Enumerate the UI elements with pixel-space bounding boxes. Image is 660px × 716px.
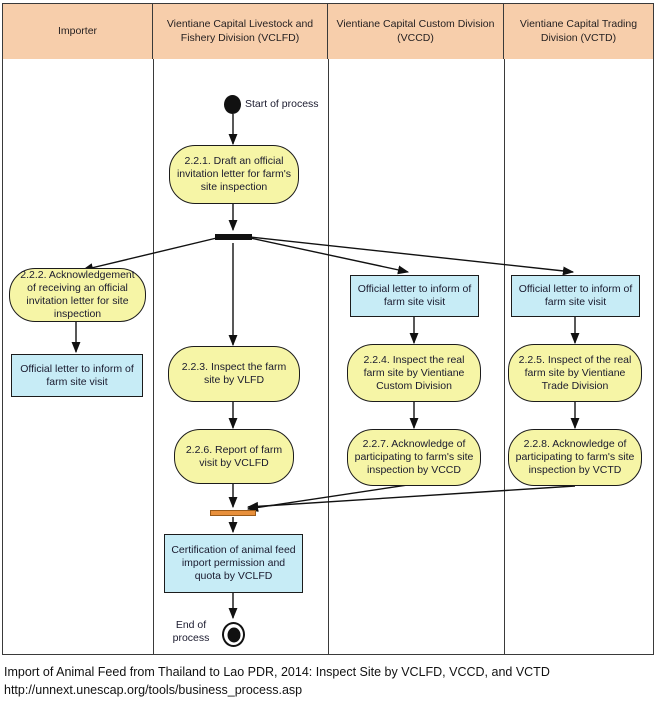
activity-2-2-3-label: 2.2.3. Inspect the farm site by VLFD	[181, 361, 287, 386]
document-official-letter-vctd[interactable]: Official letter to inform of farm site v…	[511, 275, 640, 317]
activity-2-2-6[interactable]: 2.2.6. Report of farm visit by VCLFD	[174, 429, 294, 484]
document-certification-label: Certification of animal feed import perm…	[171, 544, 296, 582]
activity-2-2-7-label: 2.2.7. Acknowledge of participating to f…	[354, 438, 474, 476]
document-official-letter-vccd[interactable]: Official letter to inform of farm site v…	[350, 275, 479, 317]
caption-line-2: http://unnext.unescap.org/tools/business…	[4, 682, 303, 697]
lane-header-vclfd: Vientiane Capital Livestock and Fishery …	[153, 4, 328, 59]
activity-2-2-1-label: 2.2.1. Draft an official invitation lett…	[176, 155, 292, 193]
lane-header-vctd-label: Vientiane Capital Trading Division (VCTD…	[519, 18, 638, 44]
activity-2-2-3[interactable]: 2.2.3. Inspect the farm site by VLFD	[168, 346, 300, 402]
caption-line-1: Import of Animal Feed from Thailand to L…	[4, 665, 550, 679]
document-official-letter-importer-label: Official letter to inform of farm site v…	[20, 362, 134, 388]
activity-2-2-5[interactable]: 2.2.5. Inspect of the real farm site by …	[508, 344, 642, 402]
activity-2-2-8[interactable]: 2.2.8. Acknowledge of participating to f…	[508, 429, 642, 486]
activity-2-2-4-label: 2.2.4. Inspect the real farm site by Vie…	[363, 353, 465, 392]
activity-2-2-8-label: 2.2.8. Acknowledge of participating to f…	[515, 438, 635, 476]
caption: Import of Animal Feed from Thailand to L…	[4, 664, 654, 699]
join-bar	[210, 510, 256, 516]
end-node-label: End of process	[172, 619, 210, 644]
lane-divider-2	[328, 59, 329, 654]
swimlane-header-band: Importer Vientiane Capital Livestock and…	[3, 4, 653, 59]
activity-2-2-4[interactable]: 2.2.4. Inspect the real farm site by Vie…	[347, 344, 481, 402]
document-official-letter-vccd-label: Official letter to inform of farm site v…	[357, 283, 472, 308]
document-certification[interactable]: Certification of animal feed import perm…	[164, 534, 303, 593]
activity-diagram: Importer Vientiane Capital Livestock and…	[2, 3, 654, 655]
connector-layer	[71, 114, 580, 620]
document-official-letter-importer[interactable]: Official letter to inform of farm site v…	[11, 354, 143, 397]
lane-divider-1	[153, 59, 154, 654]
activity-2-2-2[interactable]: 2.2.2. Acknowledgement of receiving an o…	[9, 268, 146, 322]
fork-bar	[215, 234, 252, 240]
activity-2-2-5-label: 2.2.5. Inspect of the real farm site by …	[518, 353, 632, 392]
activity-2-2-7[interactable]: 2.2.7. Acknowledge of participating to f…	[347, 429, 481, 486]
lane-header-vccd-label: Vientiane Capital Custom Division (VCCD)	[336, 18, 495, 44]
start-node	[224, 95, 241, 114]
lane-header-vctd: Vientiane Capital Trading Division (VCTD…	[504, 4, 653, 59]
end-node	[222, 622, 245, 647]
start-node-label: Start of process	[245, 98, 319, 110]
lane-header-vccd: Vientiane Capital Custom Division (VCCD)	[328, 4, 504, 59]
lane-header-importer-label: Importer	[57, 24, 98, 37]
document-official-letter-vctd-label: Official letter to inform of farm site v…	[518, 283, 633, 308]
activity-2-2-1[interactable]: 2.2.1. Draft an official invitation lett…	[169, 145, 299, 204]
lane-header-importer: Importer	[3, 4, 153, 59]
activity-2-2-2-label: 2.2.2. Acknowledgement of receiving an o…	[20, 269, 135, 320]
lane-header-vclfd-label: Vientiane Capital Livestock and Fishery …	[166, 18, 314, 44]
activity-2-2-6-label: 2.2.6. Report of farm visit by VCLFD	[185, 443, 283, 469]
lane-divider-3	[504, 59, 505, 654]
